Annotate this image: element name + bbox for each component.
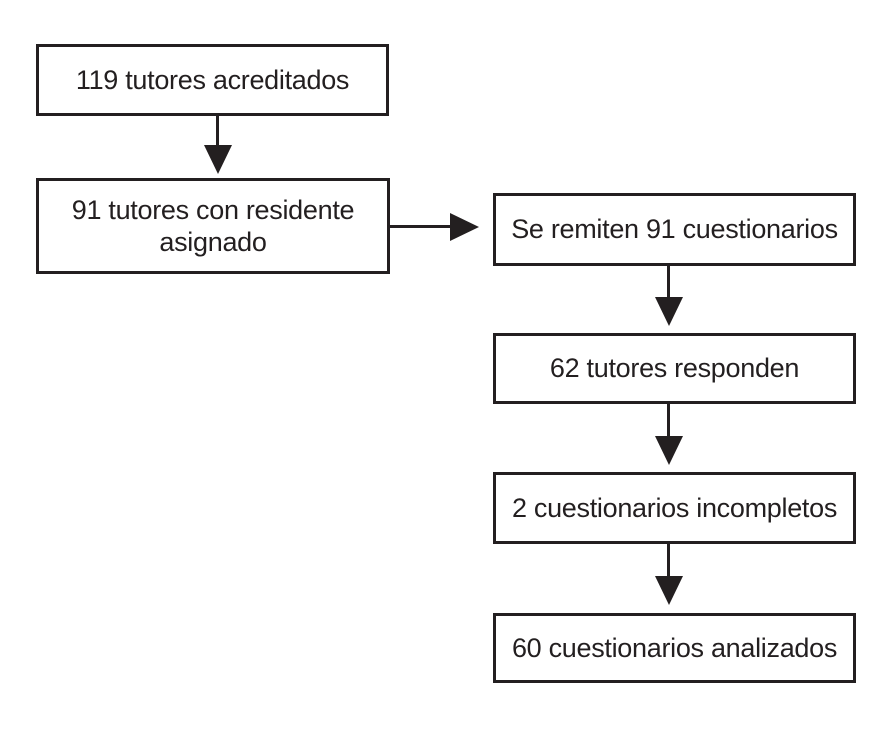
flow-node-label: 119 tutores acreditados (75, 64, 350, 95)
arrow-down-remitidos-to-responden (667, 266, 670, 297)
arrow-right-residente-to-remitidos (390, 225, 450, 228)
arrow-down-responden-to-incompletos (667, 404, 670, 436)
arrowhead-down-icon (204, 145, 232, 174)
flow-node-label: Se remiten 91 cuestionarios (511, 214, 838, 245)
flow-node-tutores-acreditados: 119 tutores acreditados (36, 44, 389, 116)
arrow-down-acreditados-to-residente (216, 116, 219, 145)
flow-node-label: 2 cuestionarios incompletos (511, 492, 838, 523)
arrowhead-down-icon (655, 297, 683, 326)
arrow-down-incompletos-to-analizados (667, 544, 670, 576)
flow-node-tutores-responden: 62 tutores responden (493, 333, 856, 404)
flow-node-cuestionarios-incompletos: 2 cuestionarios incompletos (493, 472, 856, 544)
arrowhead-right-icon (450, 213, 479, 241)
flow-node-label: 60 cuestionarios analizados (511, 632, 838, 663)
flow-node-label: 91 tutores con residente asignado (71, 194, 355, 257)
arrowhead-down-icon (655, 576, 683, 605)
arrowhead-down-icon (655, 436, 683, 465)
flow-node-cuestionarios-analizados: 60 cuestionarios analizados (493, 613, 856, 683)
flow-node-label: 62 tutores responden (549, 353, 800, 384)
flow-node-cuestionarios-remitidos: Se remiten 91 cuestionarios (493, 193, 856, 266)
flow-node-tutores-con-residente: 91 tutores con residente asignado (36, 178, 390, 274)
